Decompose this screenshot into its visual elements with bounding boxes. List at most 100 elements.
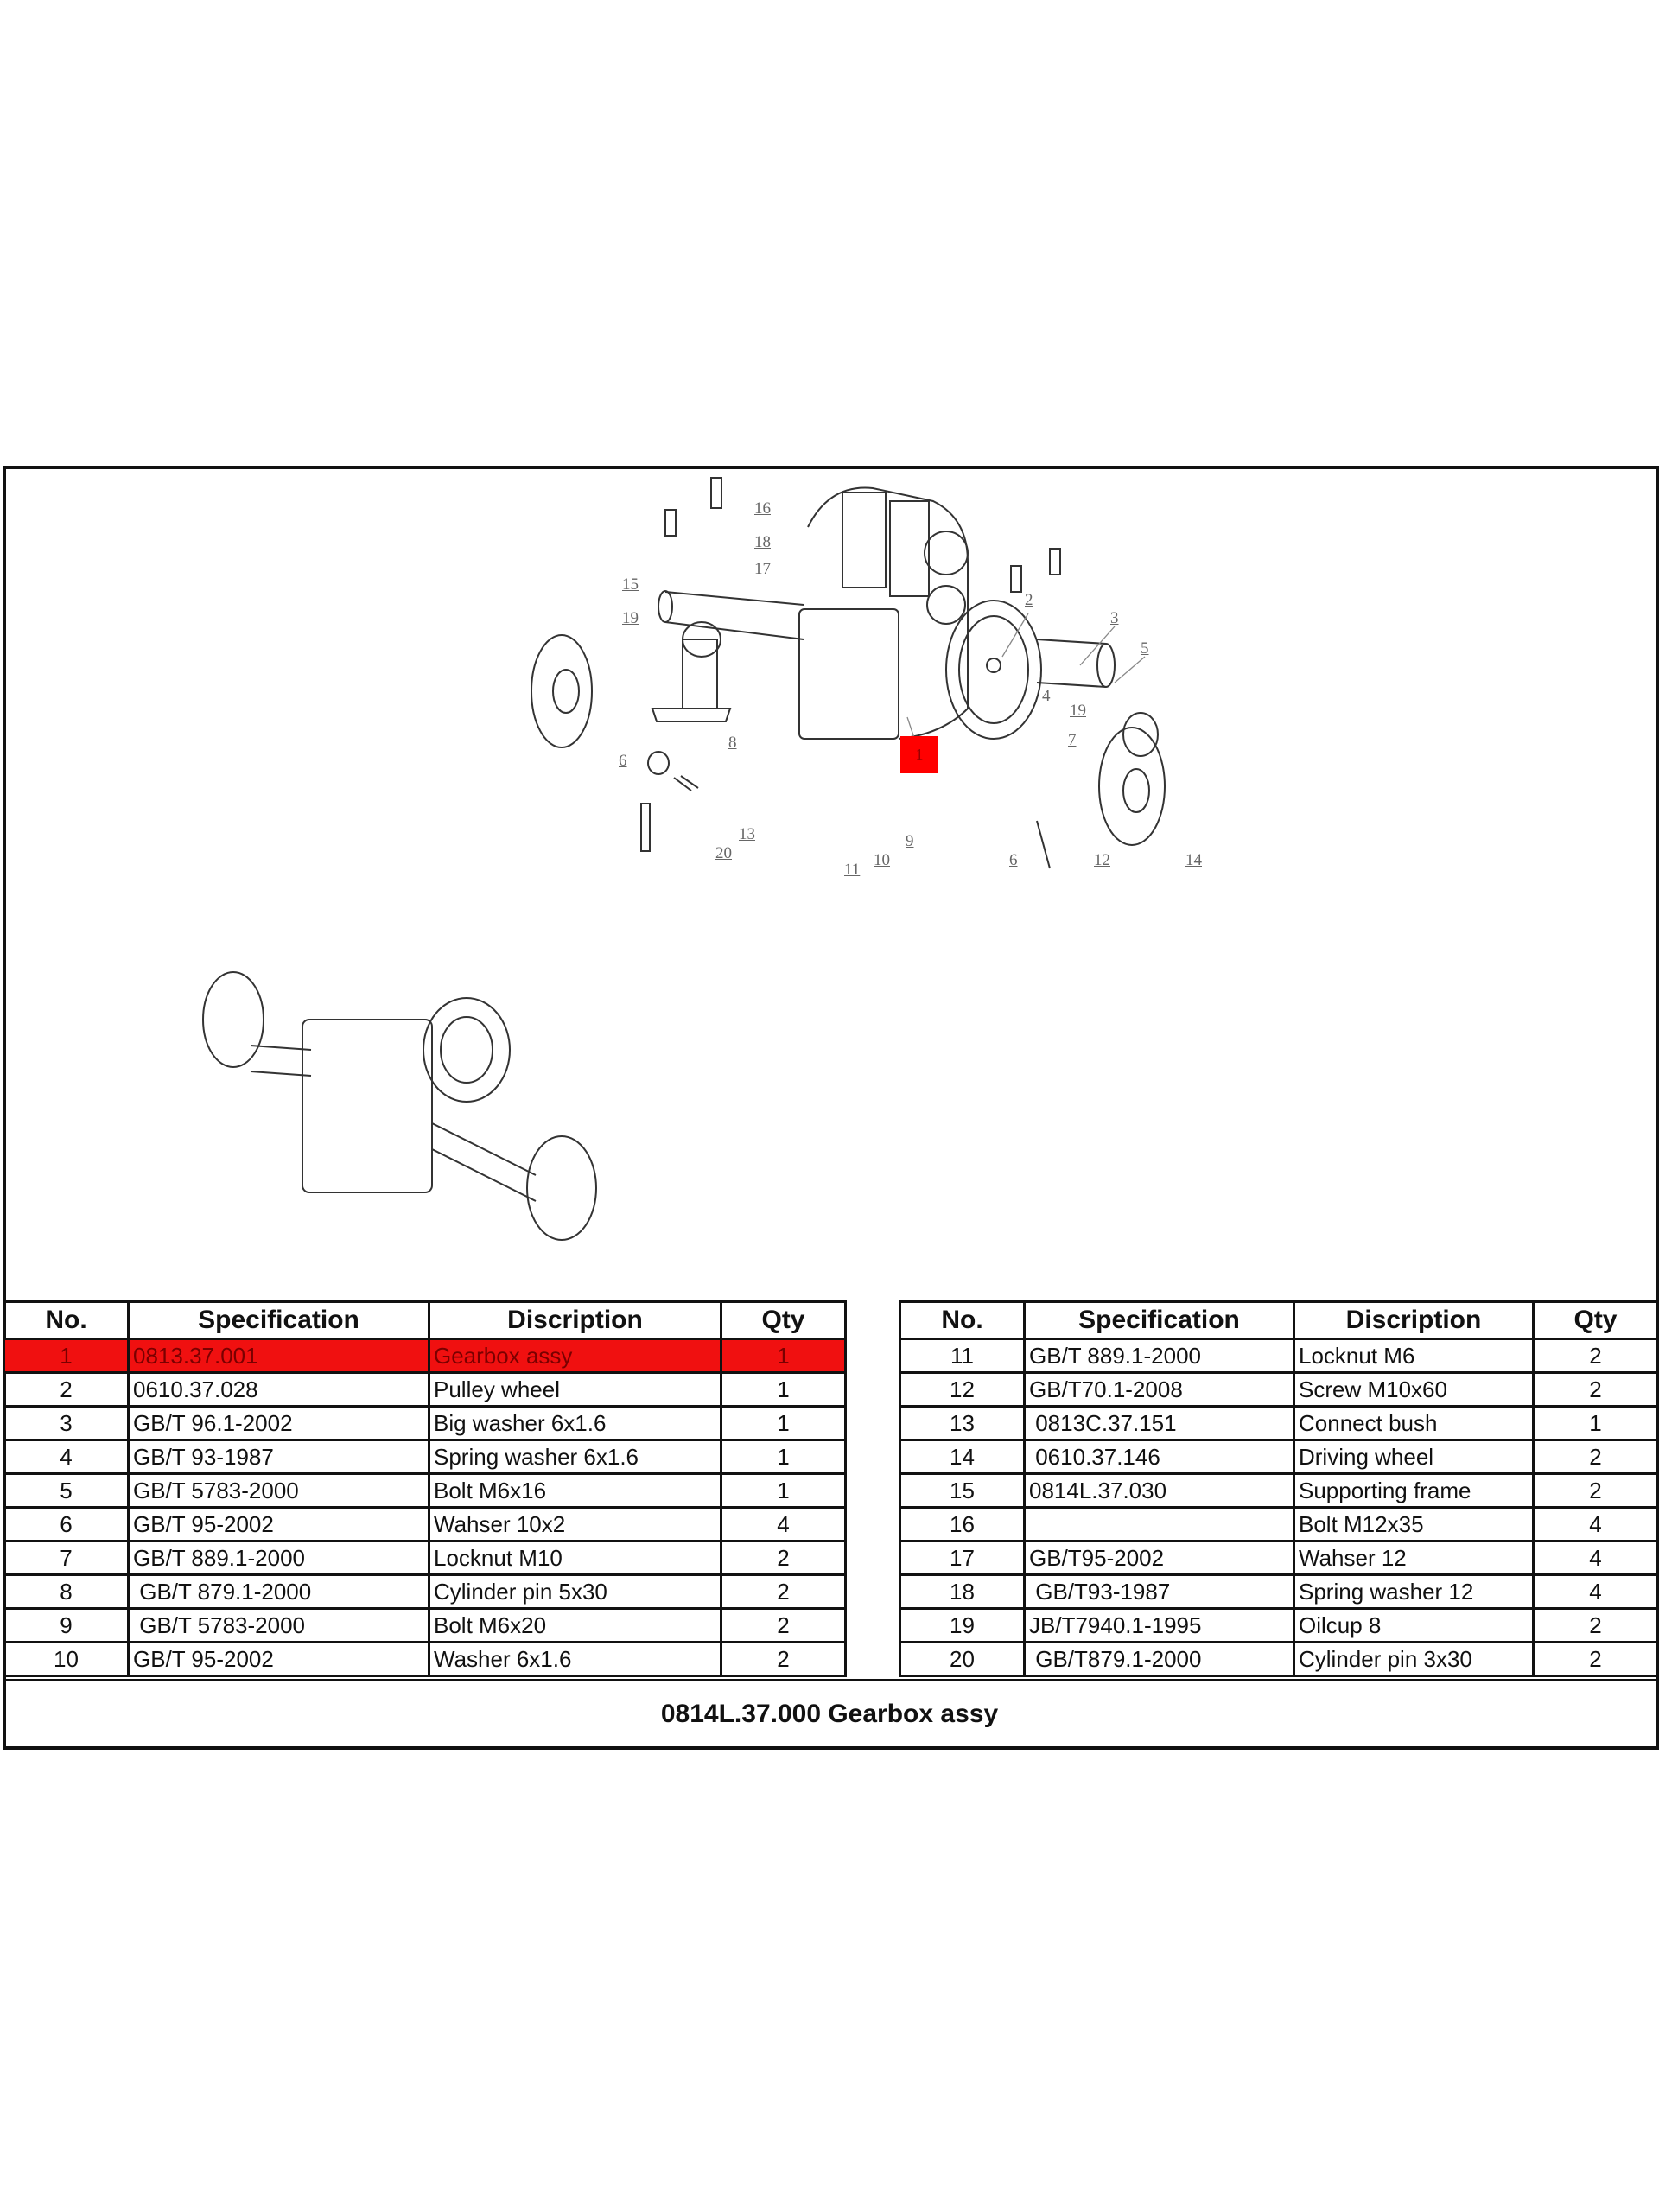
exploded-view-drawing [531, 477, 1166, 869]
assembled-view-drawing [202, 971, 597, 1241]
header-qty: Qty [1532, 1300, 1659, 1340]
callout-9: 9 [906, 832, 914, 850]
cell-qty: 4 [720, 1506, 847, 1542]
header-spec: Specification [1023, 1300, 1295, 1340]
cell-no: 19 [899, 1607, 1026, 1643]
cell-desc: Bolt M6x16 [428, 1472, 722, 1509]
cell-spec: GB/T 879.1-2000 [127, 1573, 430, 1610]
cell-desc: Gearbox assy [428, 1338, 722, 1374]
header-no: No. [899, 1300, 1026, 1340]
cell-desc: Pulley wheel [428, 1371, 722, 1408]
axle-shaft-left [658, 590, 804, 640]
cell-desc: Wahser 10x2 [428, 1506, 722, 1542]
cell-qty: 1 [1532, 1405, 1659, 1441]
cell-spec: 0610.37.146 [1023, 1439, 1295, 1475]
table-header: No. Specification Discription Qty [899, 1300, 1659, 1340]
cell-no: 14 [899, 1439, 1026, 1475]
callout-18: 18 [754, 533, 771, 551]
callout-19: 19 [622, 609, 639, 627]
driving-wheel-right [1098, 712, 1166, 846]
cell-qty: 2 [1532, 1472, 1659, 1509]
cell-desc: Connect bush [1293, 1405, 1535, 1441]
cell-qty: 1 [720, 1338, 847, 1374]
pulley-wheel [945, 600, 1116, 740]
cell-spec: 0814L.37.030 [1023, 1472, 1295, 1509]
cell-spec: JB/T7940.1-1995 [1023, 1607, 1295, 1643]
cell-spec: 0610.37.028 [127, 1371, 430, 1408]
header-spec: Specification [127, 1300, 430, 1340]
cell-spec: GB/T70.1-2008 [1023, 1371, 1295, 1408]
callout-19b: 19 [1070, 702, 1086, 720]
cell-no: 3 [3, 1405, 130, 1441]
driving-wheel-left [531, 634, 593, 748]
callout-20: 20 [715, 844, 732, 862]
callout-3: 3 [1110, 609, 1119, 627]
gearbox-housing [798, 486, 969, 740]
cell-spec [1023, 1506, 1295, 1542]
cell-no: 16 [899, 1506, 1026, 1542]
cell-desc: Spring washer 12 [1293, 1573, 1535, 1610]
cell-spec: GB/T 5783-2000 [127, 1607, 430, 1643]
cell-desc: Screw M10x60 [1293, 1371, 1535, 1408]
cell-desc: Bolt M6x20 [428, 1607, 722, 1643]
cell-no: 9 [3, 1607, 130, 1643]
cell-spec: GB/T 889.1-2000 [127, 1540, 430, 1576]
callout-16: 16 [754, 499, 771, 518]
cell-spec: GB/T 889.1-2000 [1023, 1338, 1295, 1374]
cell-desc: Wahser 12 [1293, 1540, 1535, 1576]
cell-desc: Oilcup 8 [1293, 1607, 1535, 1643]
cell-spec: GB/T 96.1-2002 [127, 1405, 430, 1441]
cell-spec: 0813.37.001 [127, 1338, 430, 1374]
cell-no: 5 [3, 1472, 130, 1509]
header-qty: Qty [720, 1300, 847, 1340]
cell-no: 18 [899, 1573, 1026, 1610]
cell-spec: GB/T 95-2002 [127, 1641, 430, 1677]
cell-qty: 1 [720, 1472, 847, 1509]
drawing-frame [3, 466, 1659, 1750]
callout-10: 10 [874, 851, 890, 869]
callout-14: 14 [1185, 851, 1202, 869]
cell-qty: 2 [1532, 1371, 1659, 1408]
cell-spec: GB/T95-2002 [1023, 1540, 1295, 1576]
cell-no: 17 [899, 1540, 1026, 1576]
highlighted-part-1[interactable]: 1 [900, 736, 938, 773]
cell-no: 10 [3, 1641, 130, 1677]
callout-6b: 6 [1009, 851, 1018, 869]
cell-no: 1 [3, 1338, 130, 1374]
cell-no: 2 [3, 1371, 130, 1408]
callout-11: 11 [844, 861, 861, 879]
cell-qty: 2 [720, 1540, 847, 1576]
cell-spec: 0813C.37.151 [1023, 1405, 1295, 1441]
header-no: No. [3, 1300, 130, 1340]
cell-desc: Supporting frame [1293, 1472, 1535, 1509]
callout-4: 4 [1042, 687, 1051, 705]
cell-desc: Locknut M6 [1293, 1338, 1535, 1374]
cell-no: 12 [899, 1371, 1026, 1408]
cell-qty: 4 [1532, 1506, 1659, 1542]
cell-desc: Spring washer 6x1.6 [428, 1439, 722, 1475]
callout-17: 17 [754, 560, 771, 578]
callout-13: 13 [739, 825, 755, 843]
callout-6: 6 [619, 752, 627, 770]
cell-qty: 4 [1532, 1540, 1659, 1576]
